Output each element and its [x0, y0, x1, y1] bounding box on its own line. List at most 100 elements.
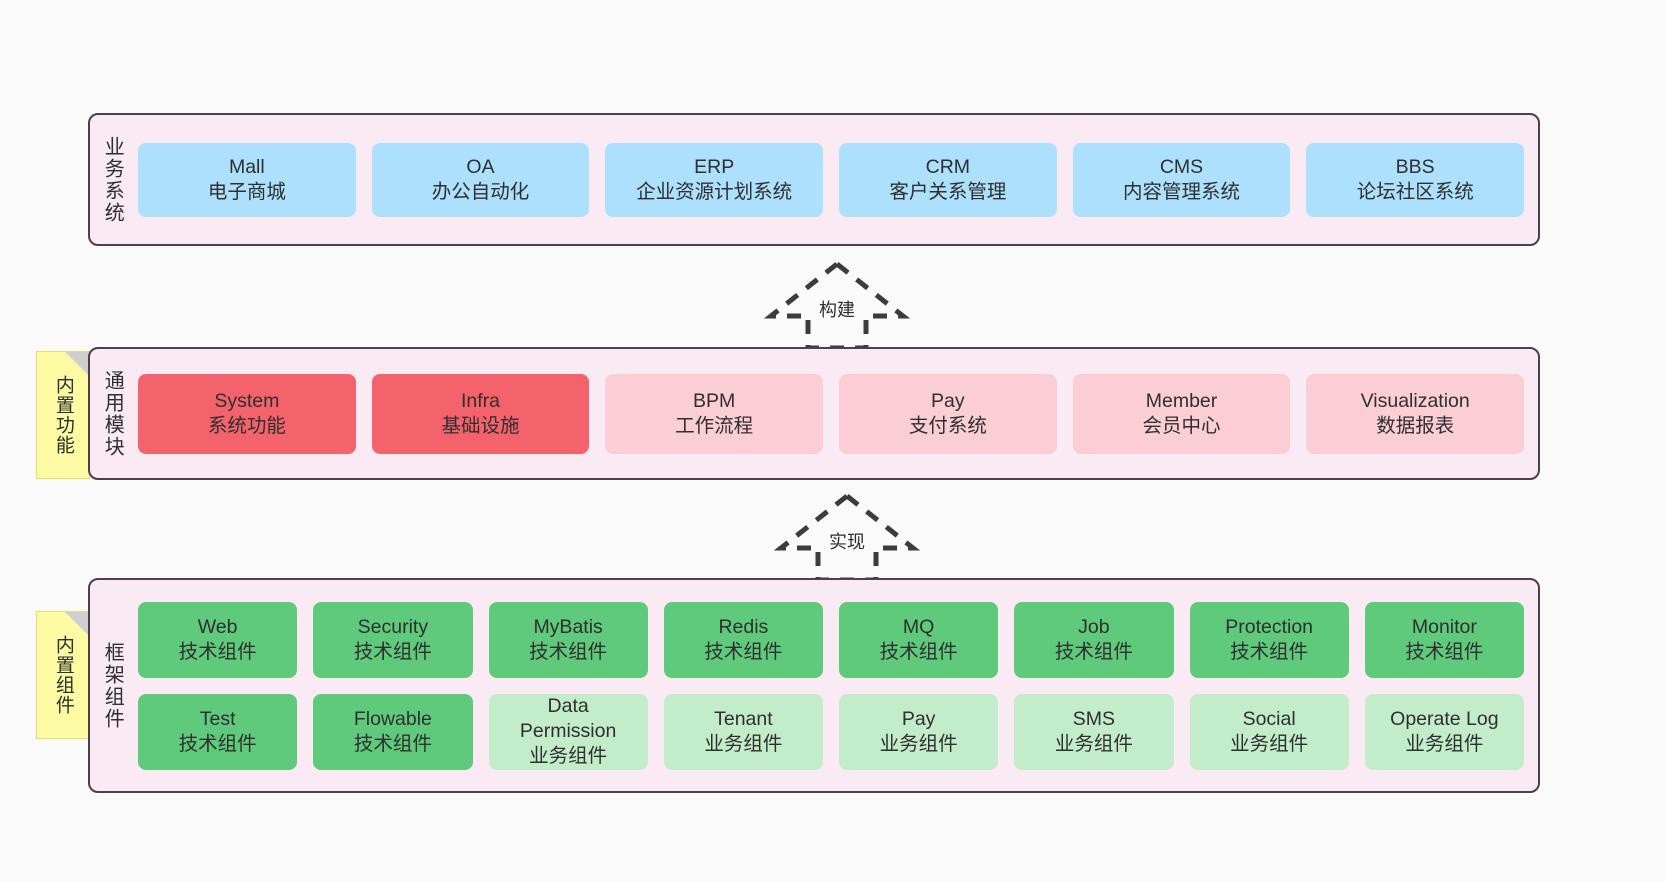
card-system[interactable]: System 系统功能	[138, 373, 356, 454]
card-subtitle: 论坛社区系统	[1356, 180, 1474, 203]
card-title: ERP	[694, 155, 735, 178]
sticky-note-label: 内置组件	[52, 635, 74, 715]
layer-title-business-systems: 业务系统	[101, 135, 124, 224]
connector-build: 构建	[762, 258, 912, 353]
card-subtitle: 数据报表	[1376, 414, 1455, 437]
card-erp[interactable]: ERP 企业资源计划系统	[605, 142, 824, 217]
sticky-note-label: 内置功能	[52, 375, 74, 455]
card-title: OA	[466, 155, 495, 178]
layer-general-modules: 通用模块 System 系统功能 Infra 基础设施 BPM 工作流程 Pay…	[88, 347, 1540, 480]
card-subtitle: 办公自动化	[431, 180, 530, 203]
card-tenant[interactable]: Tenant 业务组件	[663, 693, 823, 770]
card-title: Job	[1078, 615, 1110, 638]
card-title: CMS	[1159, 155, 1204, 178]
card-data-permission[interactable]: Data Permission 业务组件	[488, 693, 648, 770]
card-subtitle: 技术组件	[353, 640, 432, 663]
card-web[interactable]: Web 技术组件	[138, 601, 298, 678]
connector-label: 实现	[829, 532, 865, 552]
card-sms[interactable]: SMS 业务组件	[1014, 693, 1174, 770]
card-subtitle: 技术组件	[353, 732, 432, 755]
card-title: Pay	[901, 707, 936, 730]
card-subtitle: 业务组件	[529, 744, 608, 767]
card-mybatis[interactable]: MyBatis 技术组件	[488, 601, 648, 678]
card-title: Operate Log	[1390, 707, 1499, 730]
card-pay[interactable]: Pay 支付系统	[839, 373, 1057, 454]
card-title: Social	[1242, 707, 1296, 730]
card-mall[interactable]: Mall 电子商城	[138, 142, 356, 217]
card-title: System	[214, 389, 280, 412]
card-subtitle: 客户关系管理	[889, 180, 1007, 203]
card-visualization[interactable]: Visualization 数据报表	[1306, 373, 1525, 454]
layer-business-systems: 业务系统 Mall 电子商城 OA 办公自动化 ERP 企业资源计划系统 CRM…	[88, 113, 1540, 246]
card-flowable[interactable]: Flowable 技术组件	[313, 693, 473, 770]
card-subtitle: 会员中心	[1142, 414, 1221, 437]
card-title-cont: Permission	[519, 720, 617, 743]
card-subtitle: 系统功能	[207, 414, 286, 437]
sticky-note-builtin-features: 内置功能	[36, 351, 90, 479]
layer-framework-components: 框架组件 Web 技术组件 Security 技术组件 MyBatis 技术组件…	[88, 578, 1540, 793]
card-title: MyBatis	[533, 615, 603, 638]
card-subtitle: 技术组件	[704, 640, 783, 663]
card-mq[interactable]: MQ 技术组件	[839, 601, 999, 678]
card-subtitle: 企业资源计划系统	[636, 180, 793, 203]
card-subtitle: 业务组件	[1054, 732, 1133, 755]
card-security[interactable]: Security 技术组件	[313, 601, 473, 678]
card-title: Security	[357, 615, 429, 638]
card-title: Monitor	[1411, 615, 1477, 638]
card-subtitle: 支付系统	[908, 414, 987, 437]
card-protection[interactable]: Protection 技术组件	[1189, 601, 1349, 678]
connector-realize: 实现	[772, 490, 922, 585]
card-oa[interactable]: OA 办公自动化	[371, 142, 590, 217]
card-title: Member	[1145, 389, 1218, 412]
card-title: MQ	[902, 615, 935, 638]
card-cms[interactable]: CMS 内容管理系统	[1072, 142, 1291, 217]
card-subtitle: 技术组件	[178, 732, 257, 755]
card-title: Infra	[460, 389, 501, 412]
card-row: Web 技术组件 Security 技术组件 MyBatis 技术组件 Redi…	[138, 601, 1524, 678]
card-title: Pay	[931, 389, 965, 412]
card-subtitle: 基础设施	[441, 414, 520, 437]
card-title: Flowable	[353, 707, 432, 730]
card-crm[interactable]: CRM 客户关系管理	[839, 142, 1057, 217]
card-row: Mall 电子商城 OA 办公自动化 ERP 企业资源计划系统 CRM 客户关系…	[138, 142, 1525, 217]
card-title: Protection	[1225, 615, 1314, 638]
card-monitor[interactable]: Monitor 技术组件	[1364, 601, 1524, 678]
layer-title-framework-components: 框架组件	[101, 641, 124, 730]
card-bpm[interactable]: BPM 工作流程	[605, 373, 824, 454]
card-job[interactable]: Job 技术组件	[1014, 601, 1174, 678]
card-member[interactable]: Member 会员中心	[1072, 373, 1291, 454]
card-title: Web	[197, 615, 238, 638]
card-subtitle: 技术组件	[879, 640, 958, 663]
card-test[interactable]: Test 技术组件	[138, 693, 298, 770]
card-infra[interactable]: Infra 基础设施	[371, 373, 590, 454]
sticky-note-builtin-components: 内置组件	[36, 611, 90, 739]
card-subtitle: 业务组件	[1230, 732, 1309, 755]
card-title: Tenant	[714, 707, 773, 730]
card-subtitle: 业务组件	[1405, 732, 1484, 755]
layer-title-general-modules: 通用模块	[101, 369, 124, 458]
card-title: Data	[547, 695, 589, 718]
card-title: BPM	[693, 389, 736, 412]
connector-label: 构建	[819, 300, 855, 320]
card-subtitle: 技术组件	[529, 640, 608, 663]
card-title: BBS	[1395, 155, 1435, 178]
card-subtitle: 技术组件	[1230, 640, 1309, 663]
card-subtitle: 技术组件	[1405, 640, 1484, 663]
card-subtitle: 技术组件	[1054, 640, 1133, 663]
card-social[interactable]: Social 业务组件	[1189, 693, 1349, 770]
card-redis[interactable]: Redis 技术组件	[663, 601, 823, 678]
card-bbs[interactable]: BBS 论坛社区系统	[1306, 142, 1525, 217]
card-title: Visualization	[1360, 389, 1470, 412]
card-subtitle: 内容管理系统	[1123, 180, 1241, 203]
card-subtitle: 工作流程	[675, 414, 754, 437]
card-subtitle: 业务组件	[879, 732, 958, 755]
card-row: Test 技术组件 Flowable 技术组件 Data Permission …	[138, 693, 1524, 770]
card-title: Mall	[228, 155, 265, 178]
card-pay-business[interactable]: Pay 业务组件	[839, 693, 999, 770]
card-operate-log[interactable]: Operate Log 业务组件	[1364, 693, 1524, 770]
card-subtitle: 业务组件	[704, 732, 783, 755]
card-subtitle: 电子商城	[207, 180, 286, 203]
layer-body-general-modules: System 系统功能 Infra 基础设施 BPM 工作流程 Pay 支付系统…	[134, 349, 1538, 478]
card-title: Test	[199, 707, 236, 730]
layer-body-business-systems: Mall 电子商城 OA 办公自动化 ERP 企业资源计划系统 CRM 客户关系…	[134, 115, 1538, 244]
